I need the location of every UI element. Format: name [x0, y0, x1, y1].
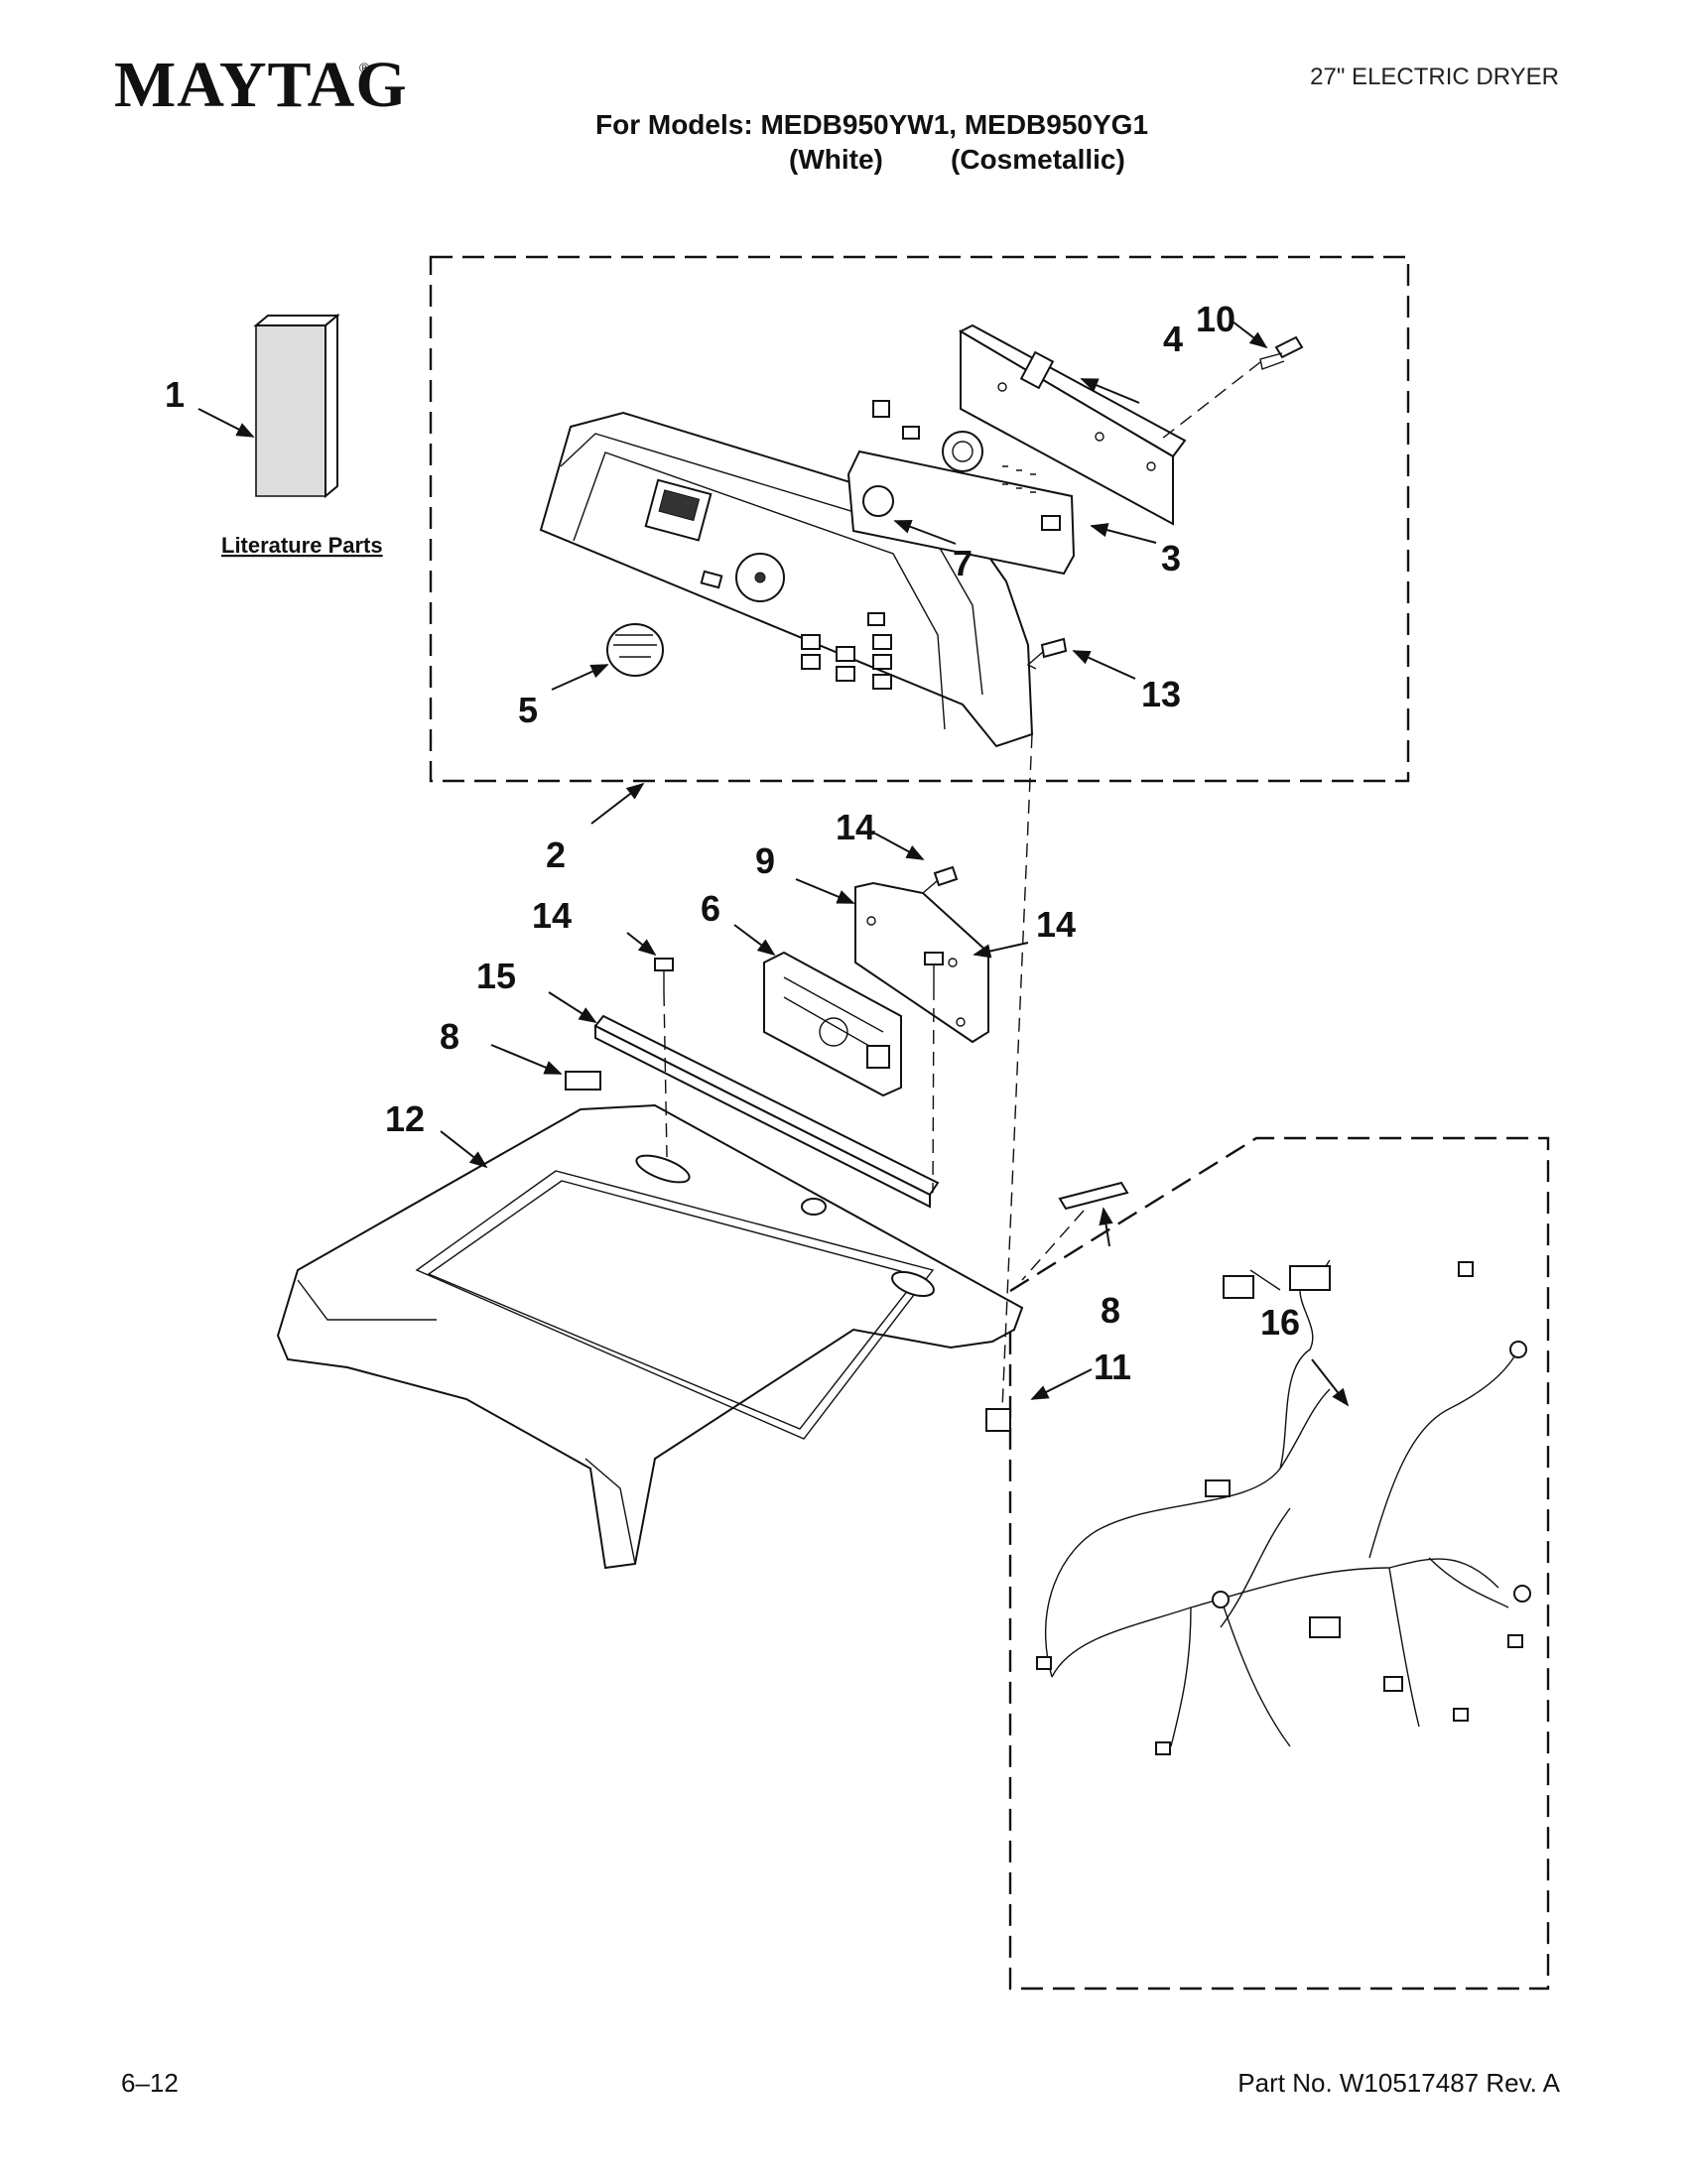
wire-harness — [1036, 1259, 1531, 1755]
part-number: Part No. W10517487 Rev. A — [1237, 2068, 1560, 2098]
wire-harness-box — [1008, 1136, 1550, 1991]
variant-white: (White) — [789, 144, 883, 175]
screw-14-right — [924, 952, 944, 986]
console-assembly-box — [429, 255, 1410, 783]
callout-8-left: 8 — [440, 1016, 459, 1057]
user-interface-board — [846, 400, 1076, 576]
page-number: 6–12 — [121, 2068, 179, 2098]
console-panel — [539, 411, 1034, 748]
callout-11: 11 — [1094, 1347, 1131, 1387]
callout-15: 15 — [476, 956, 516, 996]
callout-4: 4 — [1163, 319, 1183, 359]
literature-booklet — [253, 313, 340, 499]
knob-insert — [862, 485, 894, 517]
literature-parts-label: Literature Parts — [221, 533, 383, 558]
callout-9: 9 — [755, 840, 775, 881]
models-line: For Models: MEDB950YW1, MEDB950YG1 — [595, 109, 1149, 140]
callout-2: 2 — [546, 835, 566, 875]
clip-8-left — [565, 1071, 601, 1091]
callout-7: 7 — [953, 543, 973, 583]
callout-14-left: 14 — [532, 895, 572, 936]
mounting-bracket — [854, 881, 989, 1044]
control-board — [958, 323, 1187, 526]
callout-6: 6 — [701, 888, 720, 929]
screw-10 — [1259, 335, 1304, 370]
screw-14-top — [922, 865, 959, 894]
product-title: 27" ELECTRIC DRYER — [1310, 64, 1559, 90]
machine-control-board — [763, 951, 902, 1097]
callout-14-top: 14 — [836, 807, 875, 847]
callout-8-right: 8 — [1101, 1290, 1120, 1331]
callout-12: 12 — [385, 1098, 425, 1139]
clip-8-right — [1058, 1181, 1129, 1211]
screw-13 — [1026, 637, 1068, 670]
top-panel — [276, 1103, 1024, 1570]
callout-14-right: 14 — [1036, 904, 1076, 945]
callout-10: 10 — [1196, 299, 1235, 339]
screw-14-left — [654, 958, 674, 992]
brand-logo: MAYTAG — [114, 49, 408, 121]
callout-3: 3 — [1161, 538, 1181, 578]
callout-16: 16 — [1260, 1302, 1300, 1343]
cycle-buttons — [801, 612, 892, 690]
variant-cosmetallic: (Cosmetallic) — [951, 144, 1125, 175]
callout-5: 5 — [518, 690, 538, 730]
bumper-11 — [985, 1408, 1011, 1432]
callout-1: 1 — [165, 374, 185, 415]
control-knob — [606, 623, 664, 677]
console-mounting-strip — [593, 1014, 940, 1209]
callout-13: 13 — [1141, 674, 1181, 714]
registered-mark: ® — [359, 60, 370, 75]
